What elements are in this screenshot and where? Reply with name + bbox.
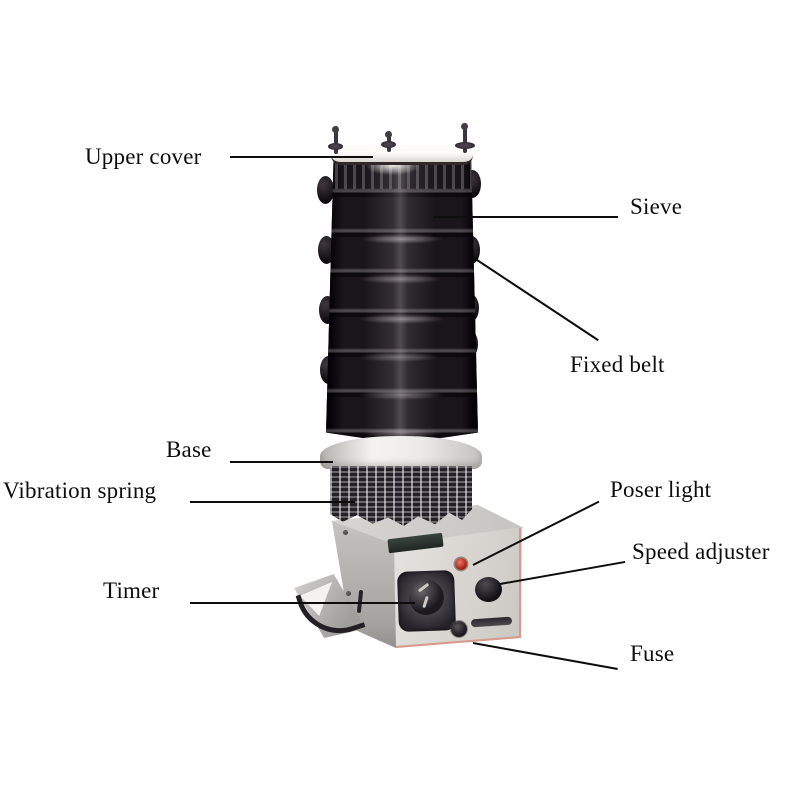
machine-wing-nut (328, 126, 343, 154)
label-vibration-spring: Vibration spring (3, 478, 157, 503)
leader-fuse (472, 642, 618, 671)
machine-base-flange (320, 436, 482, 469)
machine-wing-nut (381, 131, 396, 152)
leader-fixed-belt (473, 257, 599, 342)
leader-base (230, 461, 333, 463)
label-fixed-belt: Fixed belt (570, 352, 665, 377)
timer-pointer-mark (417, 582, 430, 593)
leader-timer (190, 602, 415, 604)
wing-nut-stem (333, 126, 338, 154)
leader-upper-cover (230, 156, 373, 158)
wing-nut-head (331, 126, 339, 133)
machine-wing-nut (455, 123, 475, 153)
label-speed-adjuster: Speed adjuster (632, 539, 770, 564)
label-poser-light: Poser light (610, 477, 712, 502)
machine-upper-cover (331, 145, 473, 165)
wing-nut-wings (381, 141, 396, 148)
machine-power-light (455, 558, 467, 570)
wing-nut-wings (328, 143, 343, 150)
panel-edge-highlight (519, 528, 521, 638)
wing-nut-head (461, 123, 468, 130)
machine-screw (346, 591, 351, 596)
label-upper-cover: Upper cover (85, 144, 202, 169)
machine-clamp-bump (317, 176, 334, 204)
machine-timer-control (396, 570, 457, 632)
timer-knob (408, 579, 445, 616)
machine-fuse-holder (451, 621, 467, 637)
label-sieve: Sieve (630, 194, 683, 219)
machine-screw (343, 530, 348, 535)
label-timer: Timer (103, 578, 160, 603)
timer-pointer-mark (422, 595, 429, 609)
leader-sieve (433, 216, 618, 218)
leader-vibration-spring (190, 501, 355, 503)
machine-sieve-stack (326, 157, 478, 444)
label-base: Base (166, 437, 212, 462)
label-fuse: Fuse (630, 641, 675, 666)
machine-speed-knob (475, 577, 502, 602)
wing-nut-stem (463, 123, 467, 153)
wing-nut-head (384, 131, 392, 138)
wing-nut-wings (455, 142, 475, 149)
machine-clamp-bump (318, 236, 335, 264)
